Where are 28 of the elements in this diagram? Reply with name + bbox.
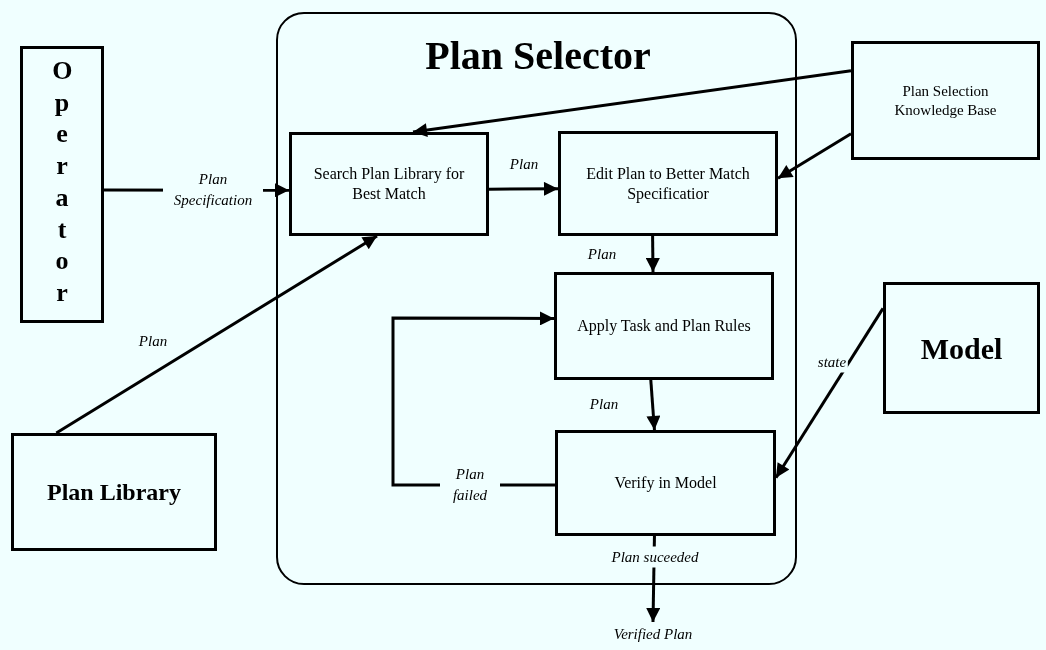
process-box	[554, 272, 774, 380]
arrow	[777, 132, 852, 180]
edge-label: Plan suceeded	[609, 546, 701, 568]
process-box	[11, 433, 217, 551]
arrow	[645, 236, 660, 272]
process-box	[851, 41, 1040, 160]
operator-box	[20, 46, 104, 323]
arrow	[391, 311, 555, 487]
arrow	[774, 307, 885, 479]
node-label: Plan Library	[47, 478, 181, 507]
process-box	[558, 131, 778, 236]
node-label: Operator	[52, 55, 72, 309]
process-box	[289, 132, 489, 236]
arrow	[412, 69, 852, 137]
node-label: Apply Task and Plan Rules	[577, 316, 751, 336]
panel-title: Plan Selector	[424, 36, 652, 76]
arrow	[646, 379, 661, 431]
node-label: Search Plan Library for Best Match	[312, 164, 466, 204]
node-label: Edit Plan to Better Match Specificatior	[585, 163, 751, 204]
plan-selector-panel	[276, 12, 797, 585]
process-box	[555, 430, 776, 536]
node-label: Plan Selection Knowledge Base	[893, 81, 998, 120]
arrow	[489, 181, 558, 196]
node-label: Verified Plan	[613, 624, 693, 644]
node-label: Verify in Model	[614, 473, 717, 493]
arrow	[55, 234, 378, 435]
process-box	[883, 282, 1040, 414]
node-label: Model	[920, 330, 1003, 367]
